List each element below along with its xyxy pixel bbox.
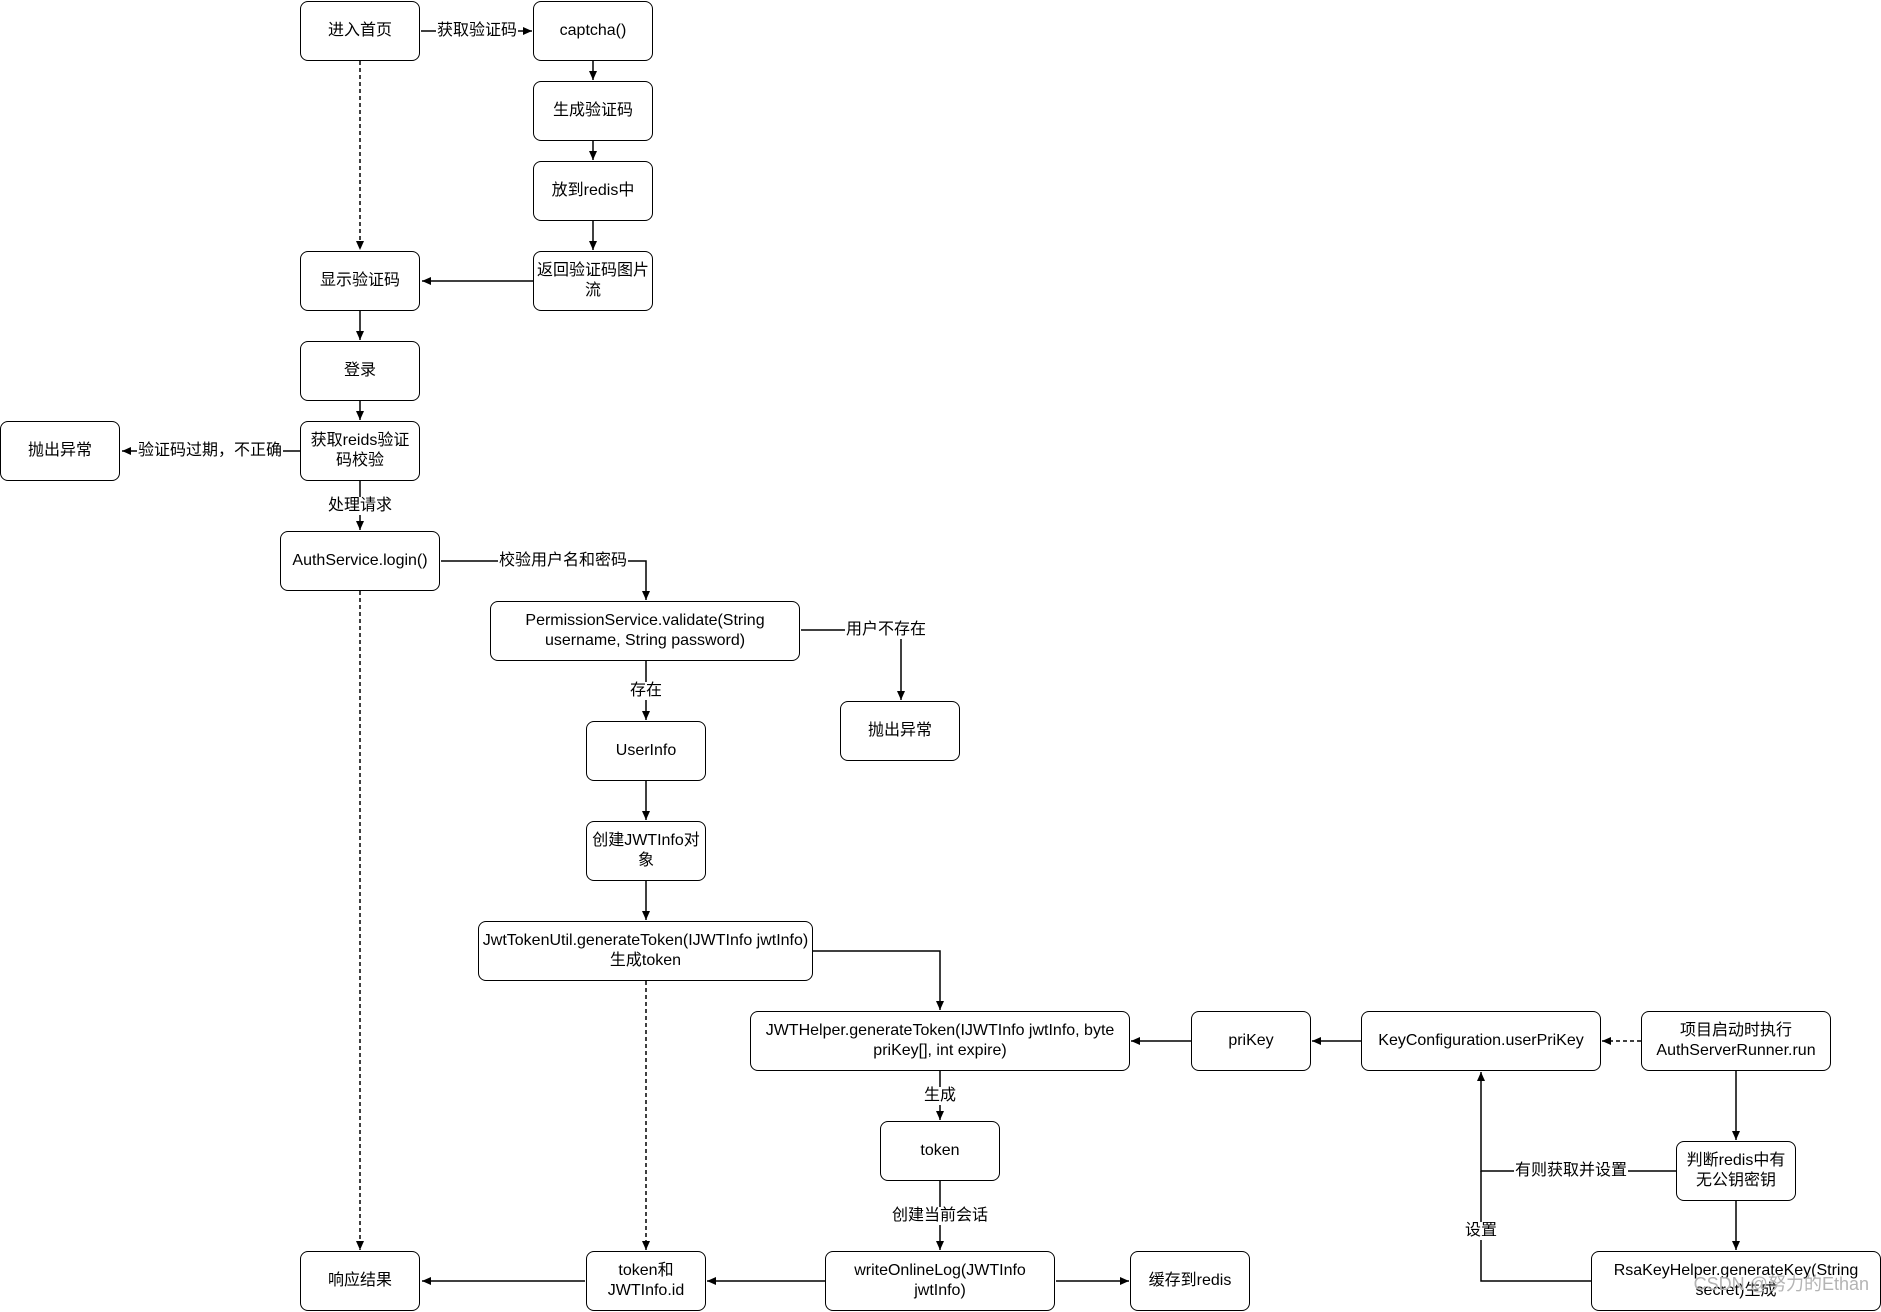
node-key-configuration-label: KeyConfiguration.userPriKey [1378,1032,1584,1049]
node-generate-captcha-label: 生成验证码 [552,102,633,119]
node-token: token [880,1121,1000,1181]
node-write-online-log-label: writeOnlineLog(JWTInfo jwtInfo) [854,1262,1026,1299]
edge-check-to-keyconfig [1477,1072,1676,1172]
node-write-online-log: writeOnlineLog(JWTInfo jwtInfo) [825,1251,1055,1311]
node-check-redis-key-label: 判断redis中有无公钥密钥 [1686,1152,1786,1189]
node-jwt-token-util: JwtTokenUtil.generateToken(IJWTInfo jwtI… [478,921,813,981]
node-generate-captcha: 生成验证码 [533,81,653,141]
node-show-captcha-label: 显示验证码 [319,272,400,289]
node-permission-validate-label: PermissionService.validate(String userna… [525,612,765,649]
node-userinfo-label: UserInfo [615,742,677,759]
edge-label-user-not-exist: 用户不存在 [844,621,928,639]
edge-label-get-captcha: 获取验证码 [435,22,519,40]
node-create-jwtinfo-label: 创建JWTInfo对象 [592,832,700,869]
node-token-label: token [920,1142,960,1159]
edge-label-verify-user: 校验用户名和密码 [497,552,629,570]
node-check-redis-key: 判断redis中有无公钥密钥 [1676,1141,1796,1201]
node-token-and-id-label: token和JWTInfo.id [607,1262,685,1299]
node-auth-login-label: AuthService.login() [292,552,428,569]
node-create-jwtinfo: 创建JWTInfo对象 [586,821,706,881]
node-redis-verify-label: 获取reids验证码校验 [310,432,410,469]
node-cache-redis-label: 缓存到redis [1148,1272,1232,1289]
node-redis-verify: 获取reids验证码校验 [300,421,420,481]
node-throw-exception-1: 抛出异常 [0,421,120,481]
edge-label-captcha-invalid: 验证码过期，不正确 [136,442,284,460]
node-auth-login: AuthService.login() [280,531,440,591]
edge-label-get-and-set: 有则获取并设置 [1513,1162,1629,1180]
edge-label-process-request: 处理请求 [326,497,394,515]
edge-permission-to-exception [801,629,905,700]
edge-rsa-to-keyconfig [1480,1171,1591,1282]
node-permission-validate: PermissionService.validate(String userna… [490,601,800,661]
node-startup-runner-label: 项目启动时执行AuthServerRunner.run [1656,1022,1816,1059]
node-userinfo: UserInfo [586,721,706,781]
edge-label-set: 设置 [1463,1222,1499,1240]
node-jwt-helper: JWTHelper.generateToken(IJWTInfo jwtInfo… [750,1011,1130,1071]
node-prikey-label: priKey [1228,1032,1274,1049]
node-home-label: 进入首页 [327,22,392,39]
node-captcha: captcha() [533,1,653,61]
watermark-text: CSDN @努力的Ethan [1693,1274,1869,1294]
node-return-stream-label: 返回验证码图片流 [536,262,649,299]
node-response-label: 响应结果 [327,1272,392,1289]
edge-label-create-session: 创建当前会话 [890,1207,990,1225]
node-throw-exception-2: 抛出异常 [840,701,960,761]
edge-label-exists: 存在 [628,682,664,700]
node-show-captcha: 显示验证码 [300,251,420,311]
edge-label-generate: 生成 [922,1087,958,1105]
node-login-label: 登录 [343,362,376,379]
node-throw-exception-1-label: 抛出异常 [27,442,92,459]
node-put-redis-label: 放到redis中 [551,182,635,199]
node-startup-runner: 项目启动时执行AuthServerRunner.run [1641,1011,1831,1071]
node-jwt-token-util-label: JwtTokenUtil.generateToken(IJWTInfo jwtI… [482,932,809,969]
node-put-redis: 放到redis中 [533,161,653,221]
node-response: 响应结果 [300,1251,420,1311]
node-token-and-id: token和JWTInfo.id [586,1251,706,1311]
node-jwt-helper-label: JWTHelper.generateToken(IJWTInfo jwtInfo… [765,1022,1115,1059]
node-key-configuration: KeyConfiguration.userPriKey [1361,1011,1601,1071]
node-cache-redis: 缓存到redis [1130,1251,1250,1311]
node-captcha-label: captcha() [559,22,627,39]
node-throw-exception-2-label: 抛出异常 [867,722,932,739]
node-return-stream: 返回验证码图片流 [533,251,653,311]
node-rsa-key-helper: RsaKeyHelper.generateKey(String secret)生… [1591,1251,1881,1311]
edge-jwtutil-to-helper [813,950,944,1010]
node-rsa-key-helper-label: RsaKeyHelper.generateKey(String secret)生… [1613,1262,1859,1299]
node-login: 登录 [300,341,420,401]
node-home: 进入首页 [300,1,420,61]
node-prikey: priKey [1191,1011,1311,1071]
